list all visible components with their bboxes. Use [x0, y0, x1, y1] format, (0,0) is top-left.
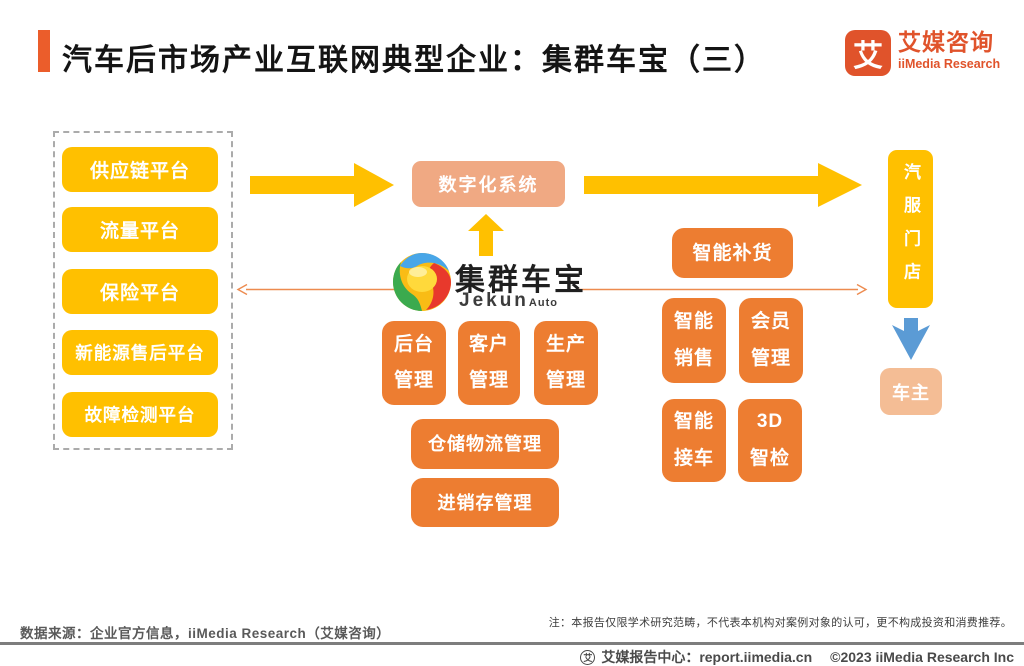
auto-service-store-box: 汽服门店	[888, 150, 933, 308]
module-3d-inspection: 3D 智检	[738, 399, 802, 482]
title-accent-bar	[38, 30, 50, 72]
footer-credits: 艾 艾媒报告中心：report.iimedia.cn ©2023 iiMedia…	[580, 647, 1014, 666]
brand-logo: 艾 艾媒咨询 iiMedia Research	[845, 29, 1001, 76]
module-smart-sales: 智能 销售	[662, 298, 726, 383]
thin-arrow-right-icon	[576, 283, 868, 296]
auto-service-store-label: 汽服门店	[901, 162, 920, 296]
brand-logo-icon: 艾	[845, 30, 891, 76]
module-backend-mgmt: 后台 管理	[382, 321, 446, 405]
platform-box-traffic: 流量平台	[62, 207, 218, 252]
car-owner-box: 车主	[880, 368, 942, 415]
brand-name-en: iiMedia Research	[898, 57, 1001, 72]
platform-box-fault-detect: 故障检测平台	[62, 392, 218, 437]
arrow-down-store-to-owner-icon	[892, 318, 930, 360]
module-inventory-mgmt: 进销存管理	[411, 478, 559, 527]
jekun-logo-en: JekunAuto	[459, 290, 558, 312]
module-production-mgmt: 生产 管理	[534, 321, 598, 405]
jekun-logo-en-sub: Auto	[528, 297, 558, 309]
platform-box-insurance: 保险平台	[62, 269, 218, 314]
module-smart-reception: 智能 接车	[662, 399, 726, 482]
arrow-up-logo-to-system-icon	[468, 214, 504, 256]
module-warehouse-logistics: 仓储物流管理	[411, 419, 559, 469]
flow-arrow-system-to-store-icon	[584, 163, 862, 207]
module-smart-restock: 智能补货	[672, 228, 793, 278]
module-member-mgmt: 会员 管理	[739, 298, 803, 383]
platform-box-new-energy: 新能源售后平台	[62, 330, 218, 375]
footer-divider	[0, 642, 1024, 645]
page-title: 汽车后市场产业互联网典型企业：集群车宝（三）	[62, 44, 766, 77]
report-center-link[interactable]: 艾媒报告中心：report.iimedia.cn	[601, 649, 813, 665]
supply-platforms-panel	[53, 131, 233, 450]
thin-arrow-left-icon	[236, 283, 394, 296]
disclaimer-note: 注：本报告仅限学术研究范畴，不代表本机构对案例对象的认可，更不构成投资和消费推荐…	[548, 617, 1012, 629]
jekun-sphere-logo-icon	[393, 253, 451, 311]
flow-arrow-left-to-system-icon	[250, 163, 394, 207]
module-customer-mgmt: 客户 管理	[458, 321, 520, 405]
iimedia-mark-icon: 艾	[580, 649, 596, 665]
copyright-text: ©2023 iiMedia Research Inc	[830, 649, 1014, 665]
jekun-logo-cn: 集群车宝	[455, 264, 587, 297]
brand-text-block: 艾媒咨询 iiMedia Research	[898, 29, 1001, 72]
data-source-line: 数据来源：企业官方信息，iiMedia Research（艾媒咨询）	[20, 626, 391, 641]
platform-box-supply-chain: 供应链平台	[62, 147, 218, 192]
digital-system-box: 数字化系统	[412, 161, 565, 207]
jekun-logo-en-main: Jekun	[459, 290, 529, 311]
brand-name-cn: 艾媒咨询	[898, 29, 994, 55]
